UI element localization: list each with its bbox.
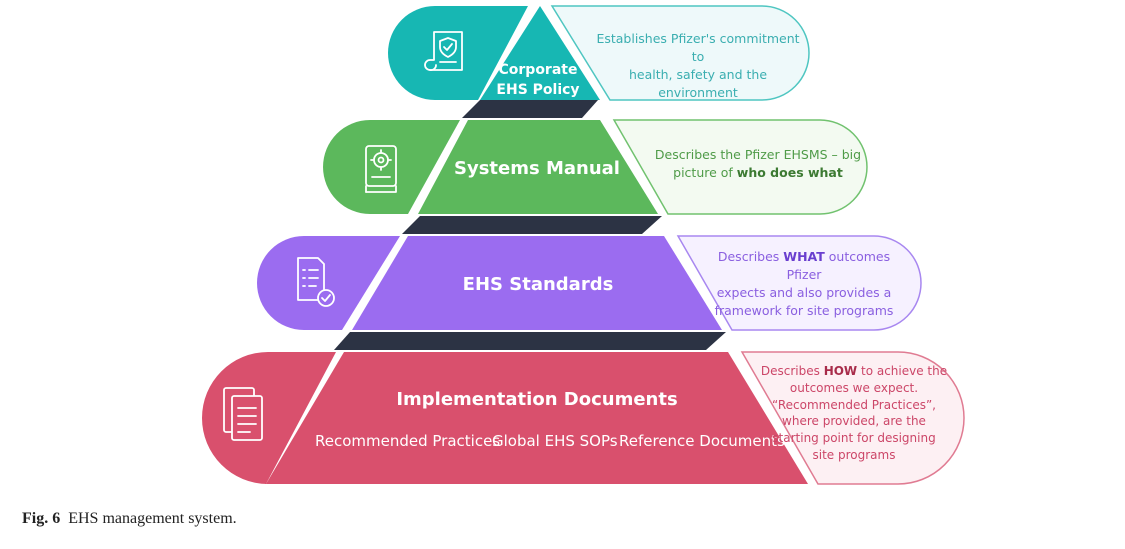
tier-4-desc-line2: outcomes we expect. — [789, 380, 919, 395]
tier-3-description: Describes WHAT outcomes Pfizer expects a… — [702, 248, 906, 321]
tier-corporate-ehs-policy — [388, 5, 810, 101]
tier-1-title-line2: EHS Policy — [496, 82, 580, 98]
tier-implementation-documents — [202, 351, 965, 485]
tier-4-desc-line5: starting point for designing — [772, 431, 936, 446]
policy-scroll-shield-icon — [424, 31, 463, 71]
tier-2-icon-pill — [323, 120, 460, 214]
tier-3-desc-line1-post: outcomes Pfizer — [786, 249, 891, 283]
tier-2-desc-pill — [612, 119, 868, 215]
figure-caption-text: EHS management system. — [68, 510, 237, 527]
tier-4-desc-line3: “Recommended Practices”, — [772, 397, 936, 412]
connector-band — [402, 216, 662, 234]
checklist-document-icon — [297, 257, 335, 307]
tier-4-title: Implementation Documents — [396, 389, 678, 410]
tier-3-desc-pill — [676, 235, 922, 331]
manual-gear-book-icon — [365, 145, 397, 193]
tier-2-title: Systems Manual — [454, 158, 620, 179]
tier-3-trapezoid — [352, 236, 722, 330]
tier-3-desc-line1-pre: Describes — [717, 249, 784, 264]
tier-4-desc-line1-post: to achieve the — [857, 364, 948, 378]
implementation-item: Reference Documents — [619, 432, 785, 450]
tier-1-desc-line2: health, safety and the environment — [628, 67, 768, 101]
tier-3-desc-line1: Describes WHAT outcomes Pfizer — [702, 248, 906, 284]
tier-1-description: Establishes Pfizer's commitment to healt… — [592, 30, 804, 103]
figure-caption: Fig. 6 EHS management system. — [22, 510, 237, 528]
tier-1-desc-line1: Establishes Pfizer's commitment to — [596, 31, 800, 65]
tier-1-icon-pill — [388, 6, 528, 100]
tier-4-icon-pill — [202, 352, 336, 484]
stacked-documents-icon — [223, 387, 263, 441]
tier-1-triangle — [480, 6, 600, 100]
tier-3-desc-line3: framework for site programs — [714, 303, 894, 319]
connector-band — [462, 100, 598, 118]
figure-label: Fig. 6 — [22, 510, 61, 527]
tier-1-title: Corporate EHS Policy — [488, 60, 588, 100]
tier-4-description: Describes HOW to achieve the outcomes we… — [756, 363, 952, 464]
tier-4-desc-pill — [740, 351, 965, 485]
tier-4-desc-line4: where provided, are the — [782, 414, 926, 429]
tier-2-desc-line2: picture of who does what — [648, 164, 868, 182]
tier-4-desc-line1-pre: Describes — [760, 364, 824, 378]
tier-2-desc-line2-pre: picture of — [673, 165, 737, 181]
tier-4-desc-line6: site programs — [812, 447, 896, 462]
tier-3-icon-pill — [257, 236, 400, 330]
implementation-item: Global EHS SOPs — [492, 432, 618, 450]
tier-1-title-line1: Corporate — [498, 62, 578, 78]
tier-4-desc-line1: Describes HOW to achieve the — [756, 363, 952, 380]
tier-3-desc-line1-bold: WHAT — [783, 249, 825, 264]
tier-ehs-standards — [257, 235, 922, 331]
tier-2-description: Describes the Pfizer EHSMS – big picture… — [648, 146, 868, 182]
tier-systems-manual — [323, 119, 868, 215]
tier-4-desc-line1-bold: HOW — [823, 364, 858, 378]
tier-2-trapezoid — [418, 120, 658, 214]
tier-1-desc-pill — [550, 5, 810, 101]
tier-4-trapezoid — [266, 352, 808, 484]
tier-2-desc-line2-bold: who does what — [736, 165, 843, 181]
connector-band — [334, 332, 726, 350]
tier-3-title: EHS Standards — [462, 274, 614, 295]
tier-2-desc-line1: Describes the Pfizer EHSMS – big — [654, 147, 862, 162]
implementation-item: Recommended Practices — [315, 432, 501, 450]
tier-3-desc-line2: expects and also provides a — [716, 285, 892, 301]
